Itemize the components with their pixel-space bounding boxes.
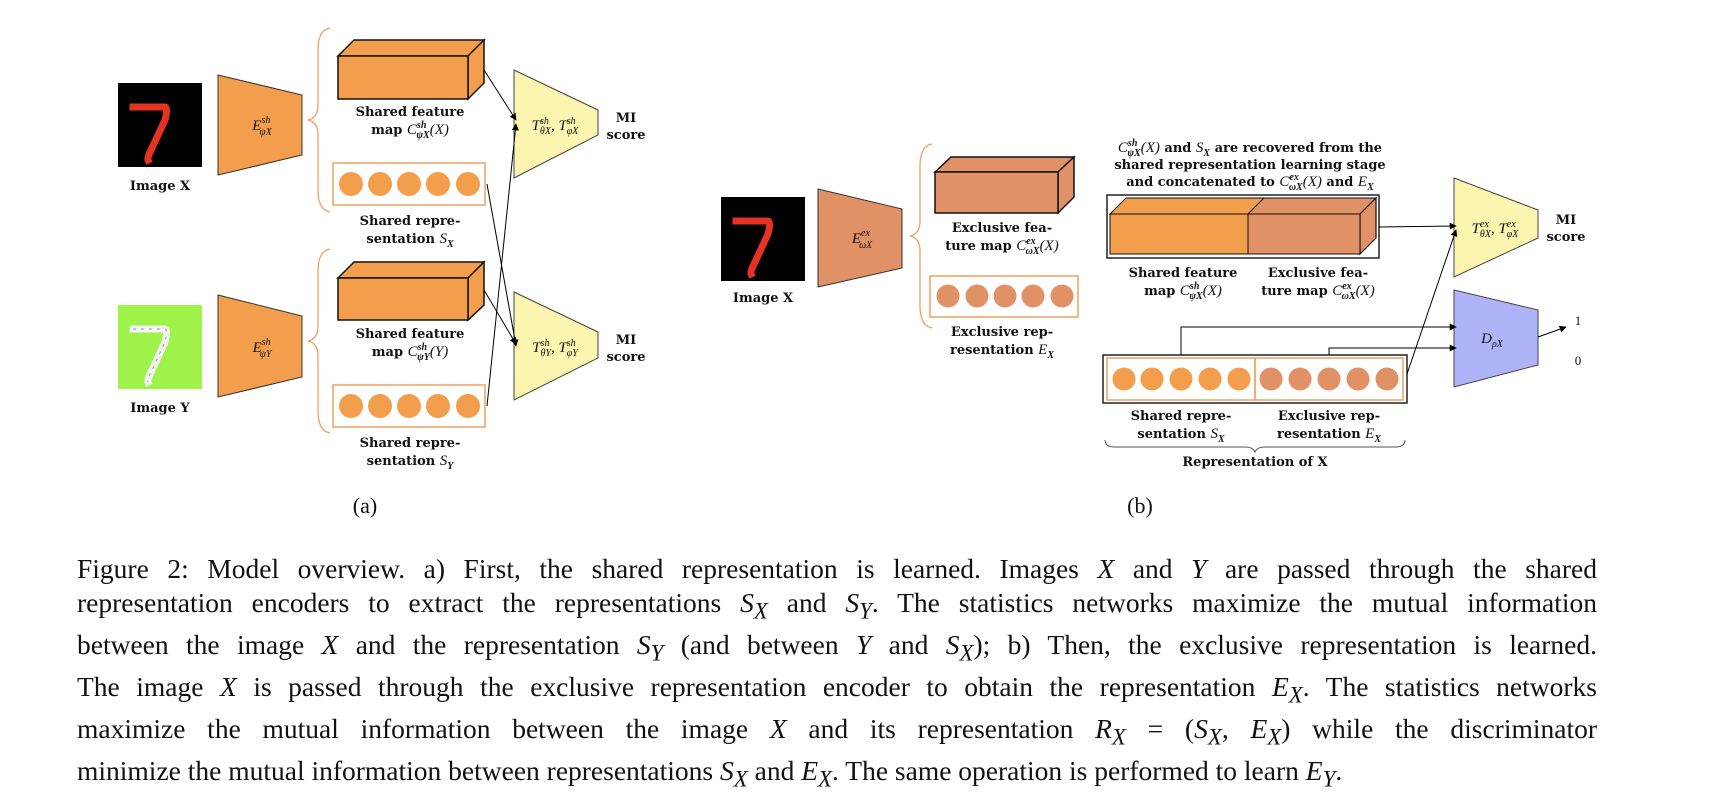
caption-line: minimize the mutual information between … (77, 754, 1343, 792)
concat-rep-shared-line2: sentation SX (1137, 426, 1225, 445)
mnist-image-y (118, 305, 202, 389)
panel-a-sublabel: (a) (353, 493, 377, 518)
arrows-panel-a (483, 69, 519, 407)
caption-line: representation encoders to extract the r… (77, 586, 1598, 624)
rep-x-line2: sentation SX (366, 231, 454, 250)
rep-y-line2: sentation SY (367, 453, 455, 472)
representation-brace (1104, 439, 1406, 454)
concat-rep-ex-line1: Exclusive rep- (1278, 409, 1380, 424)
image-y-label: Image Y (130, 401, 190, 416)
mi-score-y-line2: score (606, 350, 645, 365)
exclusive-feature-map-x (933, 155, 1076, 215)
note-line2: shared representation learning stage (1114, 158, 1385, 173)
exclusive-representation-x (929, 275, 1079, 318)
stats-network-exclusive (1453, 177, 1539, 278)
figure-caption: Figure 2: Model overview. a) First, the … (77, 552, 1597, 796)
rep-y-line1: Shared repre- (360, 436, 461, 451)
stats-network-y (513, 291, 599, 401)
concat-rep-shared-line1: Shared repre- (1131, 409, 1232, 424)
arrows-panel-b (1180, 222, 1567, 375)
image-x-b-label: Image X (733, 291, 794, 306)
concatenated-representations (1102, 354, 1408, 404)
shared-representation-x (332, 162, 486, 206)
concat-shared-line1: Shared feature (1129, 266, 1238, 281)
mi-score-b-line2: score (1546, 230, 1585, 245)
mi-score-b-line1: MI (1556, 213, 1576, 228)
concatenated-feature-maps (1106, 194, 1380, 259)
discriminator-output-0: 0 (1575, 353, 1582, 368)
brace-x (307, 27, 331, 213)
mi-score-x-line1: MI (616, 111, 636, 126)
brace-y (307, 248, 331, 434)
mi-score-x-line2: score (606, 128, 645, 143)
feature-map-x-line1: Shared feature (356, 105, 465, 120)
exclusive-encoder-x (817, 188, 903, 288)
brace-b (909, 143, 933, 329)
ex-feature-line1: Exclusive fea- (952, 221, 1052, 236)
shared-feature-map-y (336, 260, 486, 322)
mnist-image-x (118, 83, 202, 167)
mi-score-y-line1: MI (616, 333, 636, 348)
concat-ex-line1: Exclusive fea- (1268, 266, 1368, 281)
mnist-image-x-b (721, 197, 805, 281)
concat-rep-ex-line2: resentation EX (1277, 426, 1381, 445)
rep-x-line1: Shared repre- (360, 214, 461, 229)
caption-line: between the image X and the representati… (77, 628, 1597, 666)
ex-rep-line2: resentation EX (950, 342, 1054, 361)
image-x-label: Image X (130, 179, 191, 194)
shared-encoder-x (217, 74, 303, 176)
representation-of-x-label: Representation of X (1182, 455, 1328, 470)
caption-line: The image X is passed through the exclus… (77, 670, 1597, 708)
shared-encoder-y (217, 294, 303, 398)
discriminator (1453, 289, 1539, 388)
shared-representation-y (332, 384, 486, 428)
caption-line: Figure 2: Model overview. a) First, the … (77, 553, 1597, 584)
shared-feature-map-x (336, 38, 486, 101)
feature-map-y-line1: Shared feature (356, 327, 465, 342)
panel-b-sublabel: (b) (1127, 493, 1153, 518)
discriminator-output-1: 1 (1575, 313, 1582, 328)
caption-line: maximize the mutual information between … (77, 712, 1597, 750)
ex-rep-line1: Exclusive rep- (951, 325, 1053, 340)
